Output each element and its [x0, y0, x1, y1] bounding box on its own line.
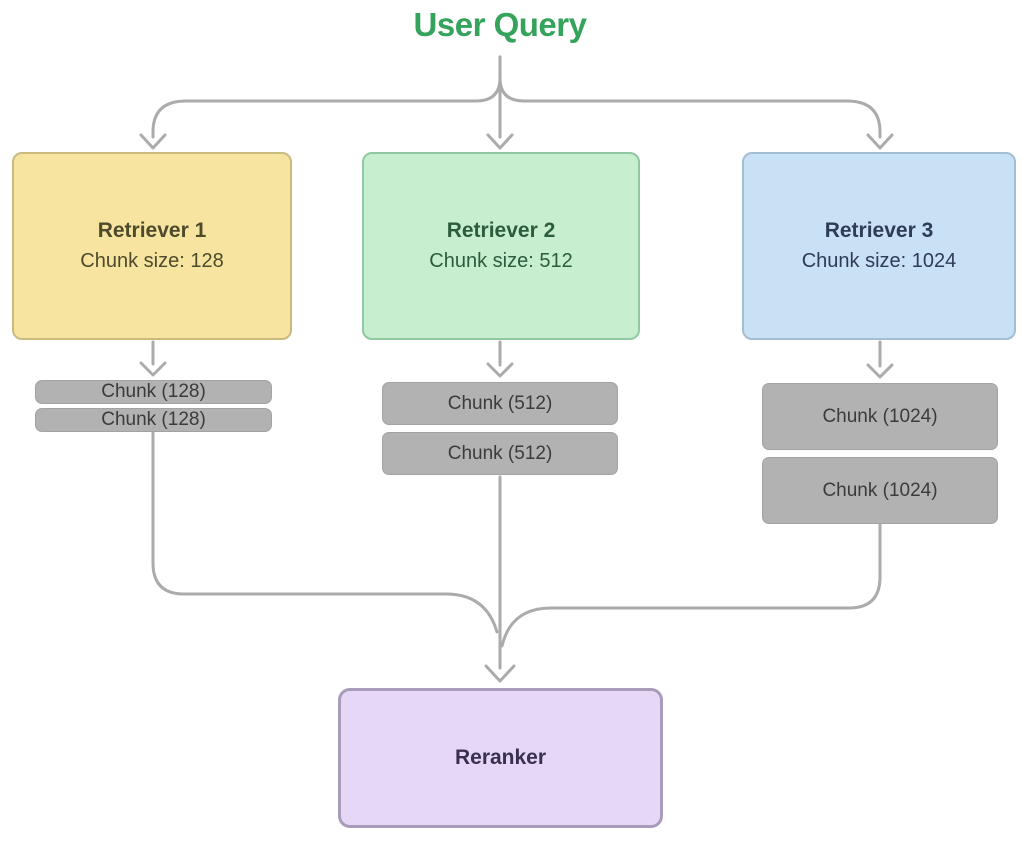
arrowhead-chunks1-icon: [139, 361, 167, 377]
retriever-1-node: Retriever 1 Chunk size: 128: [12, 152, 292, 340]
retriever-2-title: Retriever 2: [446, 219, 556, 242]
chunk-retriever1-1: Chunk (128): [35, 380, 272, 404]
retriever-3-title: Retriever 3: [824, 219, 934, 242]
connector-query-to-retriever3: [498, 55, 882, 139]
arrowhead-chunks3-icon: [866, 363, 894, 379]
arrowhead-retriever2-icon: [486, 133, 514, 150]
chunk-retriever3-2: Chunk (1024): [762, 457, 998, 524]
arrowhead-reranker-icon: [484, 664, 516, 683]
retriever-3-node: Retriever 3 Chunk size: 1024: [742, 152, 1016, 340]
chunk-retriever1-2: Chunk (128): [35, 408, 272, 432]
chunk-retriever3-1: Chunk (1024): [762, 383, 998, 450]
arrowhead-chunks2-icon: [486, 362, 514, 378]
reranker-label: Reranker: [454, 746, 547, 769]
retriever-2-chunk-size: Chunk size: 512: [429, 250, 573, 272]
arrowhead-retriever3-icon: [866, 133, 894, 150]
retriever-3-chunk-size: Chunk size: 1024: [801, 250, 957, 272]
retriever-1-title: Retriever 1: [97, 219, 207, 242]
user-query-label: User Query: [413, 6, 587, 43]
chunk-retriever2-1: Chunk (512): [382, 382, 618, 425]
connector-chunks1-to-reranker: [151, 431, 499, 634]
reranker-node: Reranker: [338, 688, 663, 828]
arrowhead-retriever1-icon: [139, 133, 167, 150]
chunk-retriever2-2: Chunk (512): [382, 432, 618, 475]
retriever-2-node: Retriever 2 Chunk size: 512: [362, 152, 640, 340]
connector-chunks3-to-reranker: [500, 522, 882, 648]
retriever-1-chunk-size: Chunk size: 128: [80, 250, 224, 272]
connector-query-to-retriever1: [151, 55, 502, 139]
